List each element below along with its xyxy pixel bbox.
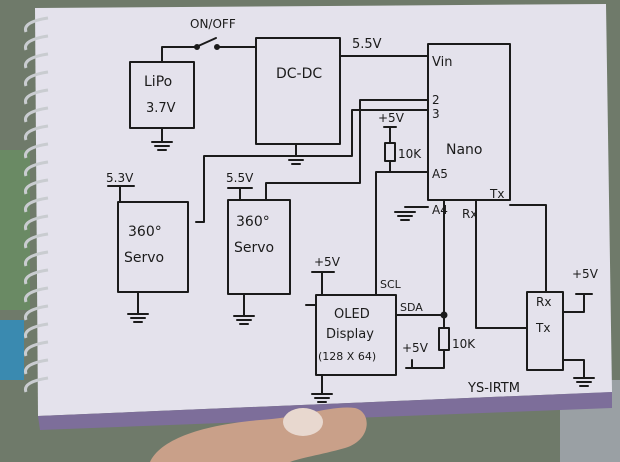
wire-nano-rx-irtm-tx <box>475 199 528 329</box>
servo1-voltage-label: 5.3V <box>106 171 134 185</box>
arduino-nano-box <box>427 43 511 201</box>
dc-dc-converter-box <box>255 37 341 145</box>
oled-label-line1: OLED <box>334 307 370 322</box>
paper-sheet <box>35 4 612 416</box>
wire-lipo-switch <box>161 46 197 63</box>
irtm-ground-symbol <box>562 359 595 387</box>
switch-label: ON/OFF <box>190 17 236 31</box>
wire-pin2-servo2 <box>265 99 429 201</box>
scl-label: SCL <box>380 278 402 291</box>
pin2-label: 2 <box>432 93 440 107</box>
servo1-label-line1: 360° <box>128 224 162 240</box>
spiral-binding <box>23 16 49 393</box>
pullup-bottom-supply-label: +5V <box>402 341 429 355</box>
pullup-bottom-wiring <box>405 314 445 369</box>
servo2-voltage-label: 5.5V <box>226 171 254 185</box>
servo-2-box <box>227 199 291 295</box>
nano-label: Nano <box>446 142 483 158</box>
dcdc-output-label: 5.5V <box>352 37 382 52</box>
pin3-label: 3 <box>432 107 440 121</box>
lipo-label: LiPo <box>144 74 172 90</box>
dcdc-label: DC-DC <box>276 66 322 82</box>
irtm-name-label: YS-IRTM <box>467 381 520 396</box>
oled-supply <box>311 271 335 296</box>
nano-rx-label: Rx <box>462 207 477 221</box>
a5-pin-label: A5 <box>432 167 448 181</box>
oled-display-box <box>315 294 397 376</box>
lipo-voltage-label: 3.7V <box>146 101 176 116</box>
resistor-bottom-label: 10K <box>452 337 476 351</box>
oled-label-line3: (128 X 64) <box>318 350 376 363</box>
servo2-ground-symbol <box>233 293 255 325</box>
servo-1-box <box>117 201 189 293</box>
lipo-ground-symbol <box>151 127 173 151</box>
servo2-label-line1: 360° <box>236 214 270 230</box>
pullup-top-supply-label: +5V <box>378 111 405 125</box>
irtm-supply-label: +5V <box>572 267 599 281</box>
resistor-top-label: 10K <box>398 147 422 161</box>
servo2-label-line2: Servo <box>234 240 274 256</box>
wire-nano-tx-irtm-rx <box>509 204 547 293</box>
servo2-supply <box>227 187 253 201</box>
irtm-rx-label: Rx <box>536 295 551 309</box>
pullup-top-supply <box>383 126 397 144</box>
servo1-label-line2: Servo <box>124 250 164 266</box>
ys-irtm-box <box>526 291 564 371</box>
oled-ground-symbol <box>311 374 333 403</box>
servo1-ground-symbol <box>127 291 149 323</box>
oled-label-line2: Display <box>326 327 374 342</box>
thumbnail <box>283 408 323 436</box>
a4-pin-label: A4 <box>432 203 448 217</box>
wire-a5-scl <box>375 171 429 296</box>
wire-pin3-servo1 <box>195 109 429 223</box>
sda-label: SDA <box>400 301 423 314</box>
nano-tx-label: Tx <box>489 187 504 201</box>
servo1-supply <box>107 185 135 203</box>
nano-ground-symbol <box>394 206 429 221</box>
hand <box>150 407 367 462</box>
switch-contact-1 <box>194 44 200 50</box>
oled-supply-label: +5V <box>314 255 341 269</box>
vin-pin-label: Vin <box>432 55 452 70</box>
background-blue-object <box>0 320 24 380</box>
irtm-supply-wire <box>562 293 593 313</box>
irtm-tx-label: Tx <box>535 321 550 335</box>
